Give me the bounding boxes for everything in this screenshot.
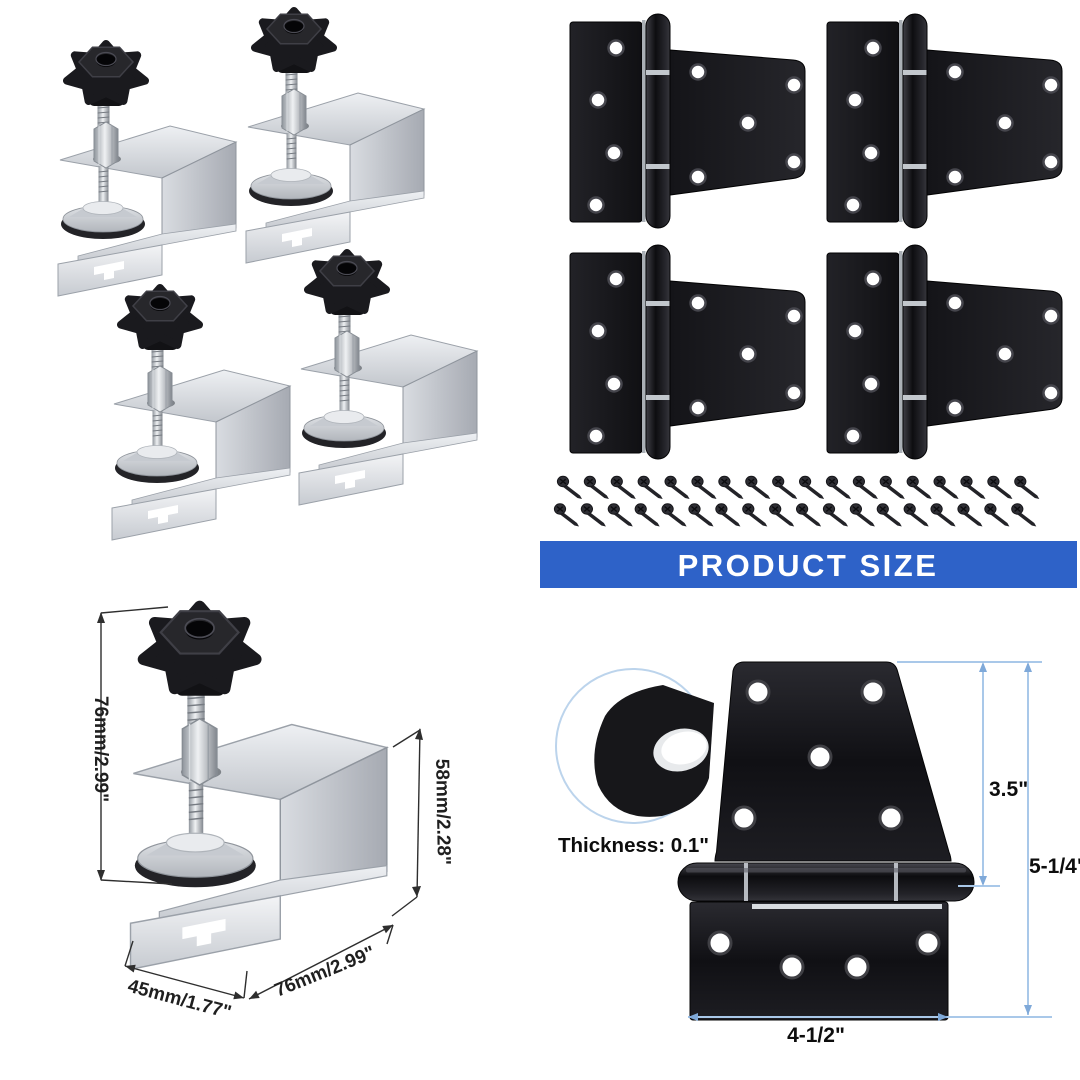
screw — [1011, 503, 1038, 528]
screw — [745, 475, 771, 500]
screw — [930, 503, 957, 528]
screw — [715, 503, 742, 528]
screw — [795, 503, 822, 528]
screw — [771, 475, 798, 500]
hinge-4 — [825, 243, 1064, 461]
hinges-photo — [553, 12, 1064, 528]
screw — [984, 503, 1011, 528]
screw — [688, 503, 715, 528]
screw — [849, 503, 876, 528]
product-size-banner-label: PRODUCT SIZE — [678, 548, 939, 583]
clamp-1 — [58, 44, 236, 296]
screw — [798, 475, 825, 500]
screw — [610, 475, 637, 500]
clamp-dimension-diagram: 76mm/2.99" 58mm/2.28" 45mm/1.77" 76mm/2.… — [90, 606, 454, 1024]
dim-label-hinge-width: 4-1/2" — [787, 1024, 845, 1047]
screw — [553, 503, 580, 528]
clamp-3 — [112, 288, 290, 540]
hinge-size-diagram: PRODUCT SIZE Thickness: 0.1" — [540, 541, 1080, 1047]
screw — [634, 503, 661, 528]
screw — [903, 503, 930, 528]
screw — [852, 475, 879, 500]
product-size-banner — [540, 541, 1077, 588]
screw — [933, 475, 960, 500]
dim-label-height: 76mm/2.99" — [90, 696, 111, 802]
dim-label-depth: 45mm/1.77" — [125, 976, 233, 1024]
clamp-2 — [246, 11, 424, 263]
screws — [553, 475, 1041, 528]
dim-label-back-height: 58mm/2.28" — [431, 759, 454, 866]
screw — [1014, 475, 1041, 500]
screw — [960, 475, 987, 500]
screw — [825, 475, 852, 500]
dim-label-leaf-height: 3.5" — [989, 778, 1028, 801]
screw — [661, 503, 688, 528]
screw — [664, 475, 691, 500]
screw — [637, 475, 664, 500]
screw — [768, 503, 795, 528]
screw — [906, 475, 933, 500]
screw — [879, 475, 906, 500]
screw — [718, 475, 745, 500]
hinge-1 — [568, 12, 807, 230]
hinge-2 — [825, 12, 1064, 230]
screw — [822, 503, 849, 528]
dim-label-width: 76mm/2.99" — [272, 942, 378, 1001]
diagram-hinge-bottom-leaf — [689, 901, 949, 1021]
screw — [876, 503, 903, 528]
clamp-diagram-item — [131, 606, 387, 969]
clamp-4 — [299, 253, 477, 505]
screw — [691, 475, 718, 500]
hinge-3 — [568, 243, 807, 461]
screw — [583, 475, 610, 500]
thickness-label: Thickness: 0.1" — [558, 834, 709, 857]
dim-label-total-height: 5-1/4" — [1029, 855, 1080, 878]
clamps-photo — [58, 11, 477, 540]
screw — [742, 503, 768, 528]
screw — [556, 475, 583, 500]
screw — [607, 503, 634, 528]
screw — [957, 503, 984, 528]
screw — [580, 503, 607, 528]
screw — [987, 475, 1014, 500]
